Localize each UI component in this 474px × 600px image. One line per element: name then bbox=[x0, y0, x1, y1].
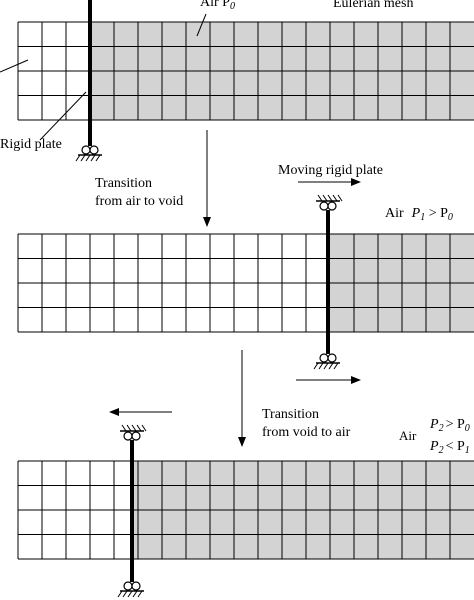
air-p0-top-label: Air P0 bbox=[200, 0, 235, 12]
transition-1-line1: Transition bbox=[95, 176, 152, 191]
air-leader-line bbox=[196, 13, 207, 37]
eulerian-mesh-label: Eulerian mesh bbox=[333, 0, 413, 11]
air-stage3-label: Air bbox=[399, 428, 417, 443]
transition-2-line2: from void to air bbox=[262, 425, 351, 440]
top-support-stage-2 bbox=[316, 194, 343, 211]
moving-rigid-plate-label: Moving rigid plate bbox=[278, 163, 383, 178]
mesh-stage-3 bbox=[17, 460, 474, 560]
rigid-plate-stage-2 bbox=[313, 210, 340, 370]
rigid-plate-stage-3 bbox=[117, 440, 144, 598]
transition-2-line1: Transition bbox=[262, 407, 319, 422]
top-support-stage-3 bbox=[120, 424, 147, 441]
p2-lt-p1-label: P2< P1 bbox=[429, 439, 470, 456]
rigid-plate-label: Rigid plate bbox=[0, 137, 62, 152]
void-leader-line bbox=[0, 59, 29, 73]
mesh-stage-1 bbox=[17, 21, 474, 121]
mesh-grid-stage-2 bbox=[17, 233, 474, 333]
mesh-grid-stage-3 bbox=[17, 460, 474, 560]
mesh-grid-stage-1 bbox=[17, 21, 474, 121]
rigid-plate-leader-line bbox=[39, 91, 87, 141]
transition-1-line2: from air to void bbox=[95, 194, 183, 209]
p2-gt-p0-label: P2> P0 bbox=[429, 417, 470, 434]
rigid-plate-stage-1 bbox=[75, 0, 102, 162]
mesh-stage-2 bbox=[17, 233, 474, 333]
